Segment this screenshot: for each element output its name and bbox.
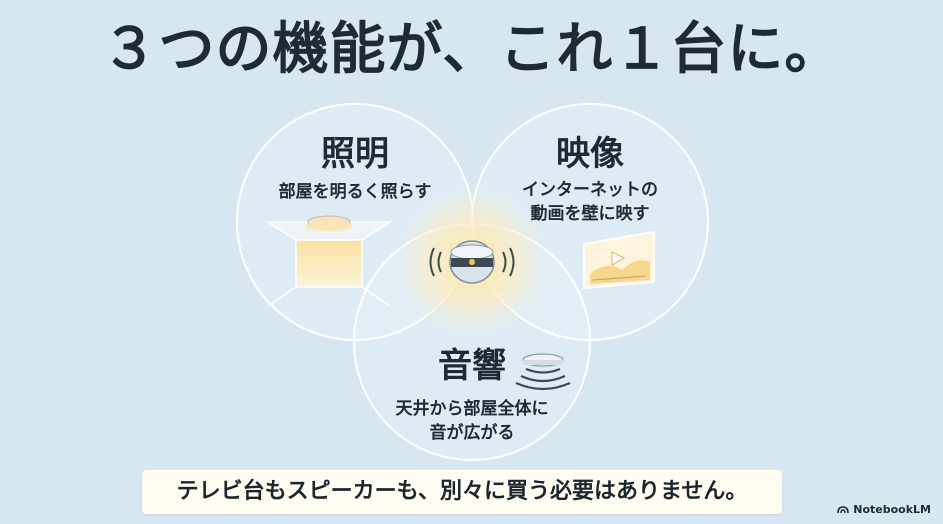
notebooklm-logo-icon: [837, 506, 850, 514]
lighting-title: 照明: [321, 134, 389, 174]
lighting-description: 部屋を明るく照らす: [278, 182, 432, 202]
footer-message: テレビ台もスピーカーも、別々に買う必要はありません。: [142, 470, 782, 514]
page-title: ３つの機能が、これ１台に。: [101, 17, 842, 82]
speaker-icon: [515, 353, 571, 391]
audio-description-line2: 音が広がる: [429, 423, 515, 443]
ceiling-light-icon: [265, 215, 393, 307]
audio-title: 音響: [438, 346, 506, 386]
video-description-line2: 動画を壁に映す: [530, 204, 650, 224]
projector-screen-icon: [583, 230, 655, 290]
brand-watermark: NotebookLM: [837, 503, 931, 516]
video-description-line1: インターネットの: [522, 180, 658, 200]
audio-description-line1: 天井から部屋全体に: [395, 399, 549, 419]
video-title: 映像: [556, 134, 624, 174]
smart-device-icon: [429, 240, 515, 284]
brand-label: NotebookLM: [853, 503, 931, 516]
